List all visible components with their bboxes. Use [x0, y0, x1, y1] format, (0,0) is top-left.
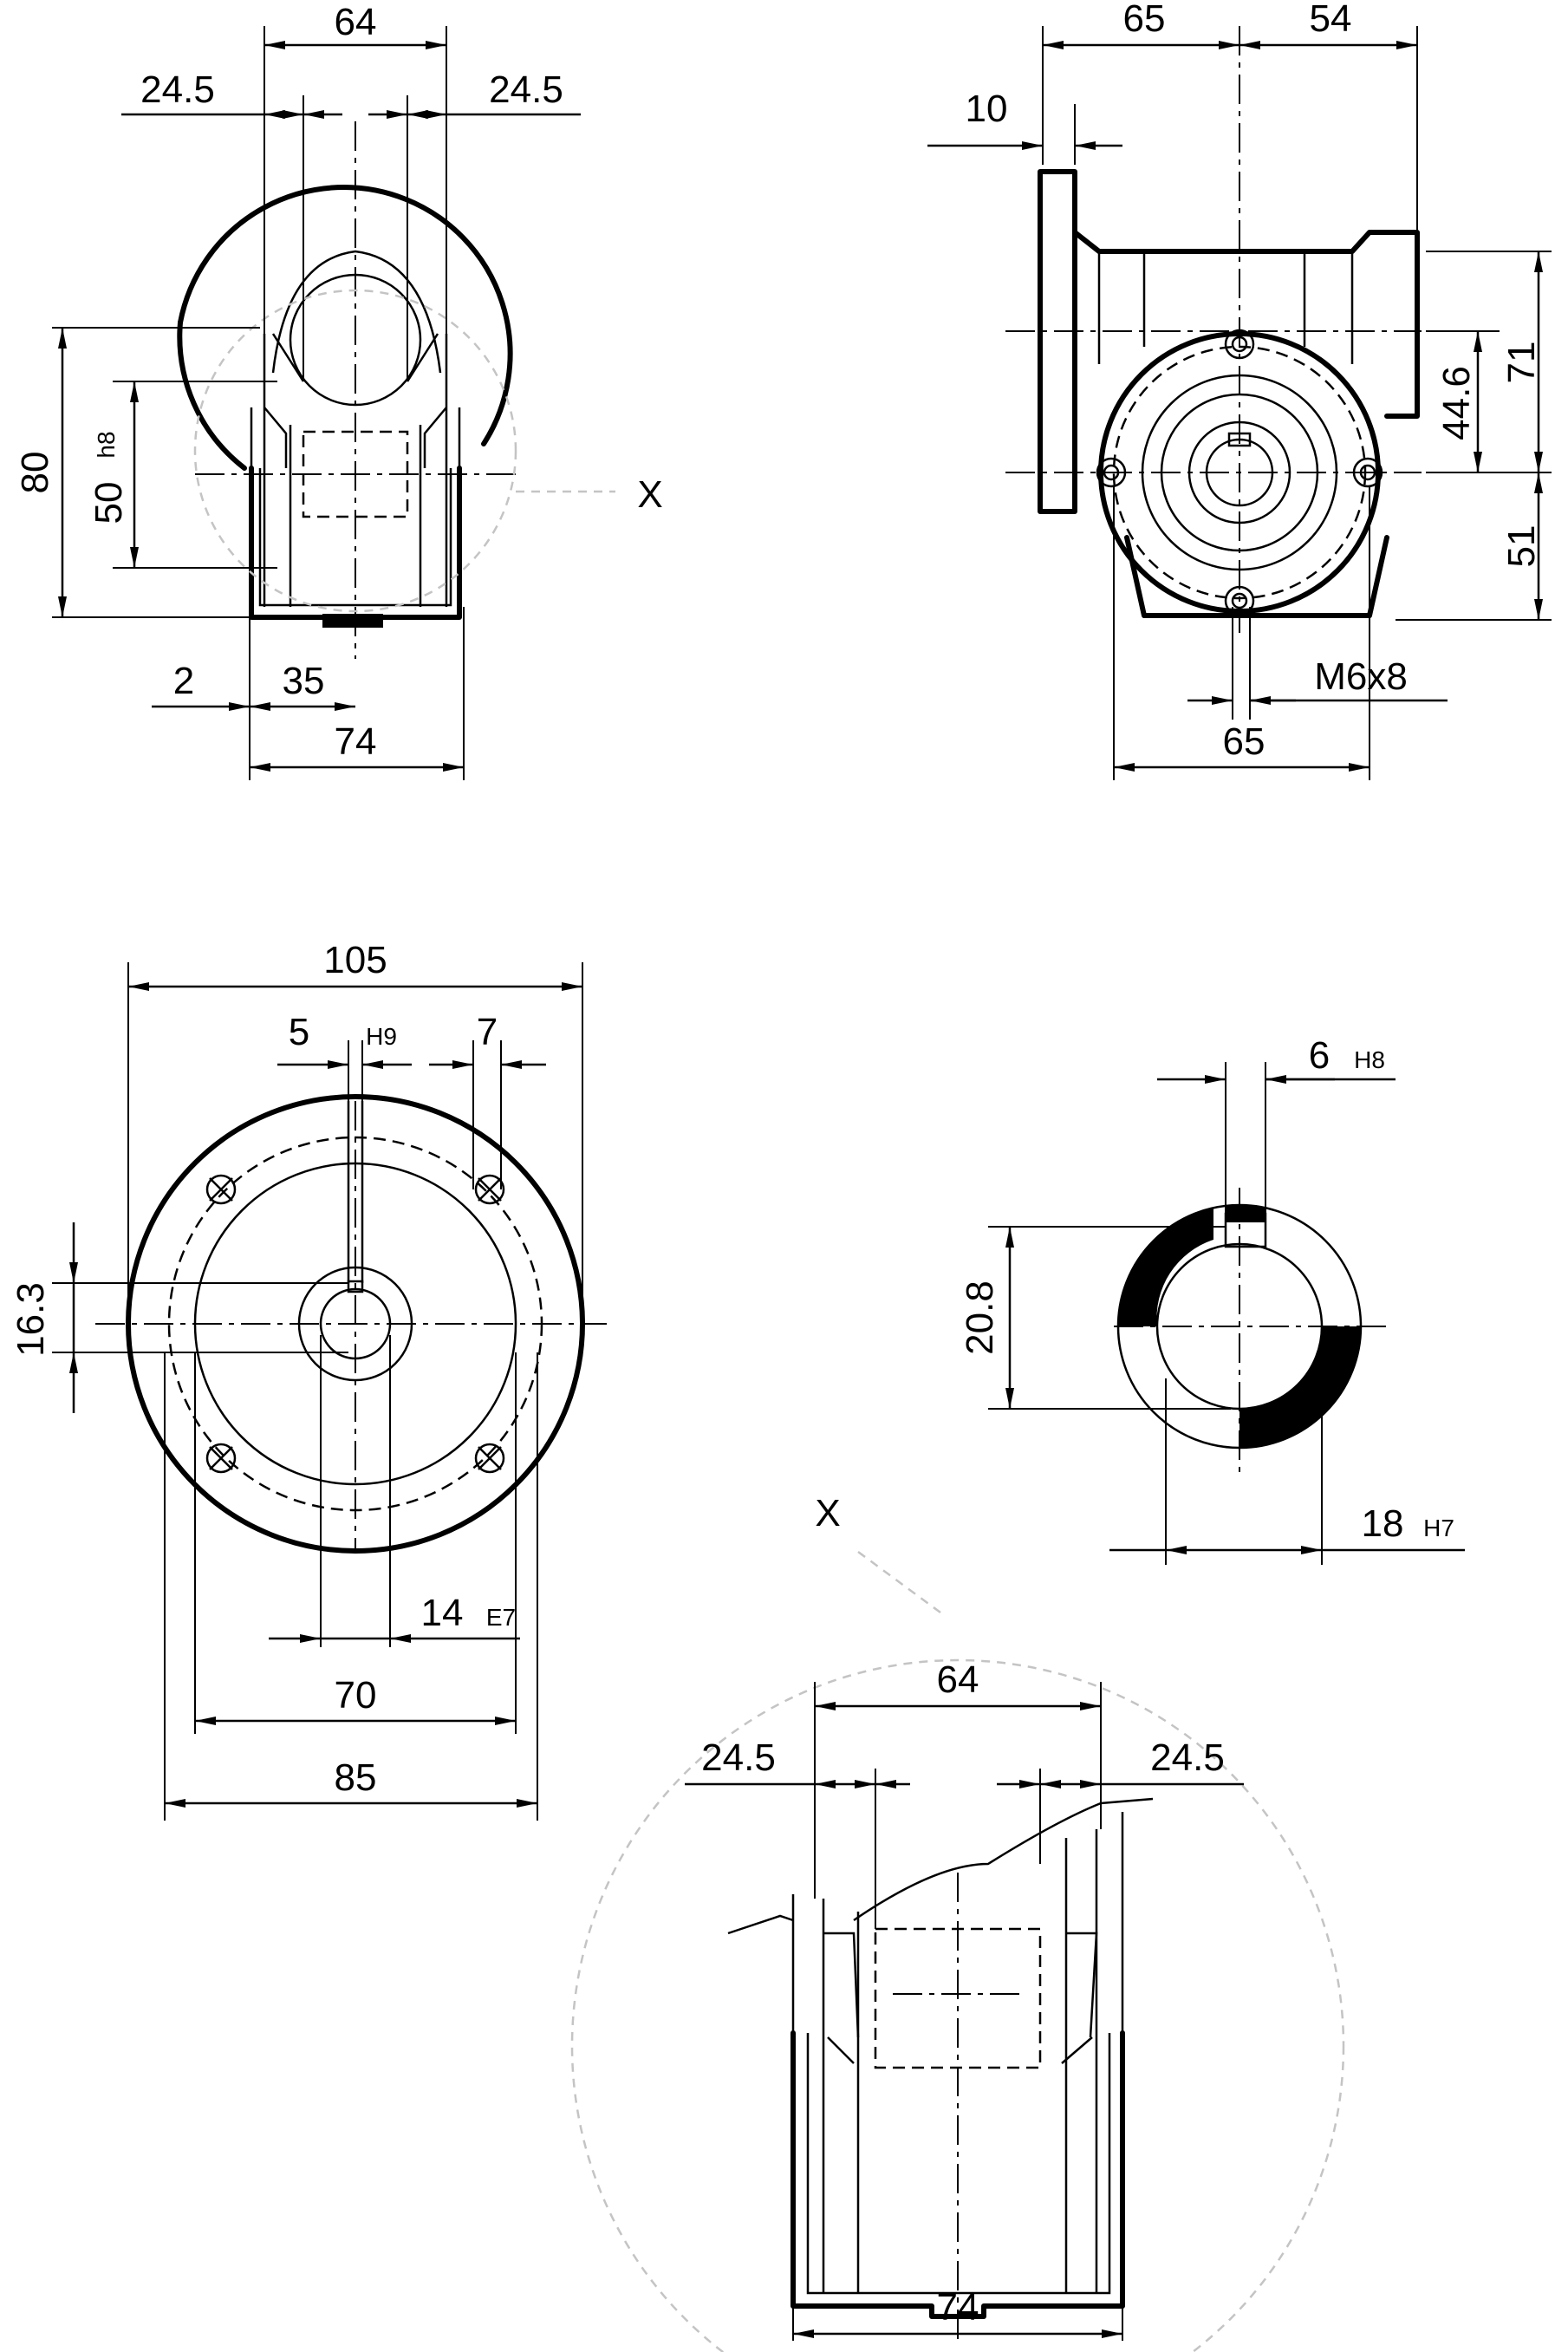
detail-circle [193, 289, 517, 613]
dim-6: 6 [1309, 1034, 1330, 1077]
dim-20-8: 20.8 [959, 1280, 1001, 1355]
dim-65-bottom: 65 [1223, 720, 1265, 763]
dim-50: 50 [88, 482, 130, 524]
wheel-outline [178, 185, 513, 446]
dim-80: 80 [14, 452, 56, 494]
dim-2: 2 [173, 660, 194, 702]
dim-6-tolerance: H8 [1354, 1046, 1385, 1073]
flange-view: 105 5 H9 7 16.3 14 E7 70 85 [10, 939, 607, 1821]
dim-51: 51 [1500, 525, 1543, 568]
detail-label: X [815, 1492, 840, 1534]
dim-m6x8: M6x8 [1314, 655, 1408, 698]
dim-54: 54 [1310, 0, 1352, 40]
dim-65-top: 65 [1123, 0, 1166, 40]
dim-35: 35 [283, 660, 325, 702]
dim-64-detail: 64 [937, 1658, 979, 1701]
dim-24-5-detail-left: 24.5 [701, 1736, 776, 1779]
side-view: X 64 24.5 24.5 80 50 h8 2 [14, 1, 663, 780]
dim-70: 70 [335, 1674, 377, 1717]
dim-44-6: 44.6 [1435, 366, 1478, 440]
mounting-flange [1038, 169, 1077, 514]
dim-24-5-left: 24.5 [140, 68, 215, 111]
dim-18: 18 [1362, 1502, 1404, 1545]
dim-71: 71 [1500, 342, 1543, 384]
dim-18-tolerance: H7 [1423, 1515, 1454, 1541]
dim-14: 14 [421, 1592, 464, 1634]
dim-105: 105 [323, 939, 387, 981]
detail-view-x: X 64 24.5 [570, 1492, 1345, 2352]
front-view: 65 54 10 71 44.6 51 M6x8 65 [927, 0, 1552, 780]
dim-16-3: 16.3 [10, 1282, 52, 1357]
detail-circle-large [570, 1658, 1345, 2352]
dim-5-tolerance: H9 [366, 1023, 397, 1050]
dim-24-5-right: 24.5 [489, 68, 563, 111]
dim-74-side: 74 [335, 720, 377, 763]
dim-7: 7 [477, 1011, 498, 1053]
detail-marker: X [637, 473, 662, 516]
dim-10: 10 [966, 88, 1008, 130]
dim-24-5-detail-right: 24.5 [1150, 1736, 1225, 1779]
dim-5: 5 [289, 1011, 309, 1053]
bolt-holes [205, 1174, 505, 1474]
dim-14-tolerance: E7 [486, 1604, 516, 1631]
dim-85: 85 [335, 1756, 377, 1799]
dim-74-detail: 74 [937, 2286, 979, 2329]
dim-50-tolerance: h8 [93, 431, 120, 458]
bore-section: 6 H8 20.8 18 H7 [959, 1034, 1465, 1565]
dim-64: 64 [335, 1, 377, 43]
